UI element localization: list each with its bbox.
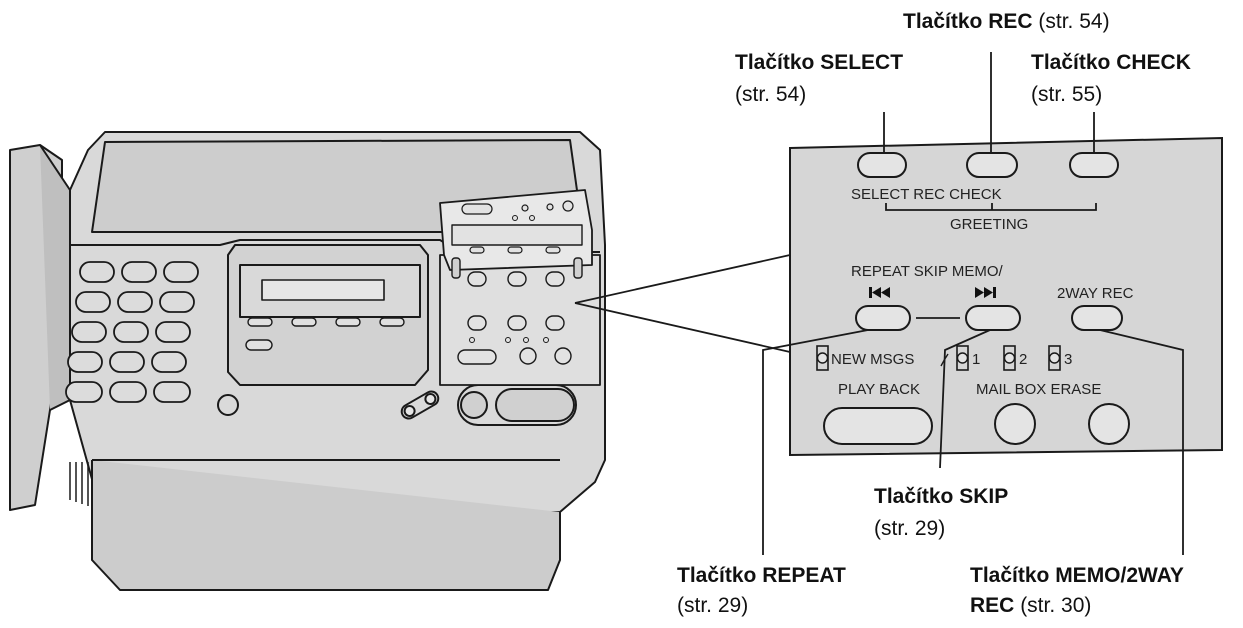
- fast-forward-icon: [975, 287, 996, 298]
- panel-label-repeat-skip-memo: REPEAT SKIP MEMO/: [851, 263, 1003, 280]
- callout-check-ref-line: (str. 55): [1031, 79, 1102, 111]
- round-button: [217, 394, 239, 416]
- lcd-screen: [261, 279, 385, 301]
- leader-skip: [939, 329, 991, 469]
- fax-machine-illustration: [9, 131, 606, 591]
- callout-rec-ref: (str. 54): [1038, 10, 1110, 33]
- mail-box-button: [994, 403, 1036, 445]
- panel-body: [789, 136, 1223, 457]
- enlarged-panel: [789, 136, 1223, 457]
- callout-select-ref: (str. 54): [735, 83, 807, 106]
- callout-memo-ref: (str. 30): [1020, 594, 1092, 617]
- callout-memo-name-line1: Tlačítko MEMO/2WAY: [970, 564, 1184, 587]
- check-button: [1069, 152, 1119, 178]
- repeat-button: [855, 305, 911, 331]
- callout-check: Tlačítko CHECK: [1031, 47, 1191, 79]
- zoom-lines: [574, 254, 791, 353]
- callout-memo-name-line2: REC: [970, 594, 1015, 617]
- memo-2way-rec-button: [1071, 305, 1123, 331]
- rec-button: [966, 152, 1018, 178]
- panel-label-mail-box-erase: MAIL BOX ERASE: [976, 381, 1102, 398]
- panel-label-mailbox-2: 2: [1019, 351, 1028, 368]
- select-button: [857, 152, 907, 178]
- keypad: [65, 261, 199, 403]
- panel-label-select-rec-check: SELECT REC CHECK: [851, 186, 1002, 203]
- callout-memo-line2: REC (str. 30): [970, 590, 1091, 622]
- panel-label-new-msgs: NEW MSGS: [831, 351, 915, 368]
- callout-repeat-name: Tlačítko REPEAT: [677, 564, 846, 587]
- leader-memo: [1099, 329, 1184, 555]
- callout-memo: Tlačítko MEMO/2WAY: [970, 560, 1184, 592]
- callout-select: Tlačítko SELECT: [735, 47, 903, 79]
- panel-label-mailbox-1: 1: [972, 351, 981, 368]
- callout-repeat: Tlačítko REPEAT: [677, 560, 846, 592]
- panel-label-mailbox-3: 3: [1064, 351, 1073, 368]
- device-panel: [439, 189, 601, 386]
- callout-check-name: Tlačítko CHECK: [1031, 51, 1191, 74]
- callout-select-name: Tlačítko SELECT: [735, 51, 904, 74]
- display-unit: [227, 244, 429, 386]
- greeting-bracket: [885, 203, 1097, 211]
- callout-check-ref: (str. 55): [1031, 83, 1103, 106]
- callout-rec-name: Tlačítko REC: [903, 10, 1033, 33]
- play-back-button: [823, 407, 933, 445]
- callout-repeat-ref: (str. 29): [677, 594, 749, 617]
- callout-skip-ref-line: (str. 29): [874, 513, 945, 545]
- callout-skip-name: Tlačítko SKIP: [874, 485, 1009, 508]
- slider-knob: [400, 390, 440, 420]
- leader-repeat: [762, 329, 869, 555]
- rewind-icon: [869, 287, 890, 298]
- callout-repeat-ref-line: (str. 29): [677, 590, 748, 622]
- fax-base: [91, 460, 561, 591]
- callout-select-ref-line: (str. 54): [735, 79, 806, 111]
- callout-rec: Tlačítko REC (str. 54): [903, 6, 1110, 38]
- panel-label-2way-rec: 2WAY REC: [1057, 285, 1134, 302]
- skip-button: [965, 305, 1021, 331]
- callout-skip-ref: (str. 29): [874, 517, 946, 540]
- leader-lines: [762, 52, 1184, 555]
- erase-button: [1088, 403, 1130, 445]
- callout-skip: Tlačítko SKIP: [874, 481, 1008, 513]
- panel-label-play-back: PLAY BACK: [838, 381, 920, 398]
- panel-label-greeting: GREETING: [950, 216, 1029, 233]
- speaker-grille: [69, 462, 89, 506]
